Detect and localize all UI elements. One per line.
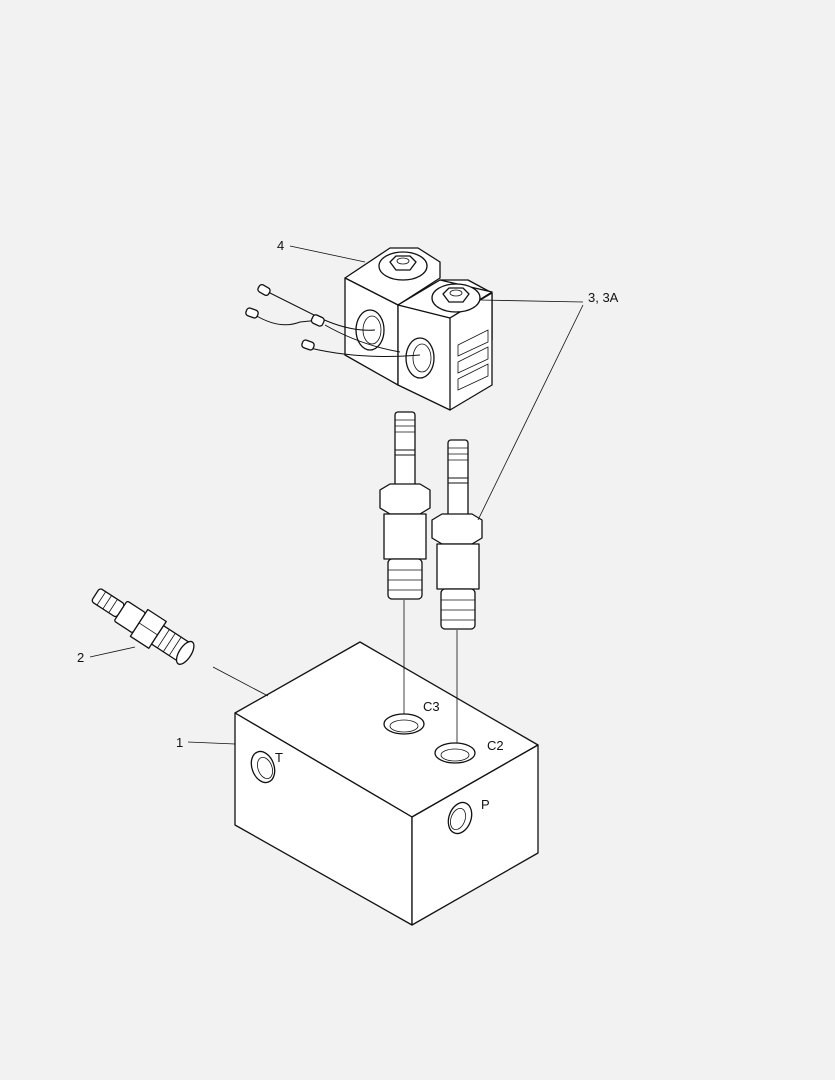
- cartridge-valve-c3: [379, 411, 431, 714]
- relief-valve: [91, 588, 195, 665]
- callout-3-3a: 3, 3A: [588, 290, 619, 305]
- leader-3b: [477, 304, 584, 521]
- port-c3-hole: [383, 713, 425, 735]
- callout-1: 1: [176, 735, 183, 750]
- solenoid-coils: [245, 247, 493, 411]
- callout-4: 4: [277, 238, 284, 253]
- port-c2-hole: [434, 742, 476, 764]
- port-label-p: P: [481, 797, 490, 812]
- port-t-hole: [250, 750, 276, 784]
- port-label-t: T: [275, 750, 283, 765]
- leader-4: [289, 245, 366, 263]
- port-label-c2: C2: [487, 738, 504, 753]
- leader-1: [187, 741, 236, 745]
- cartridge-valve-c2: [431, 439, 483, 743]
- leader-3a: [479, 299, 584, 303]
- manifold-block: [234, 641, 539, 926]
- leader-2: [89, 646, 136, 658]
- port-p-hole: [447, 801, 473, 835]
- port-label-c3: C3: [423, 699, 440, 714]
- callout-2: 2: [77, 650, 84, 665]
